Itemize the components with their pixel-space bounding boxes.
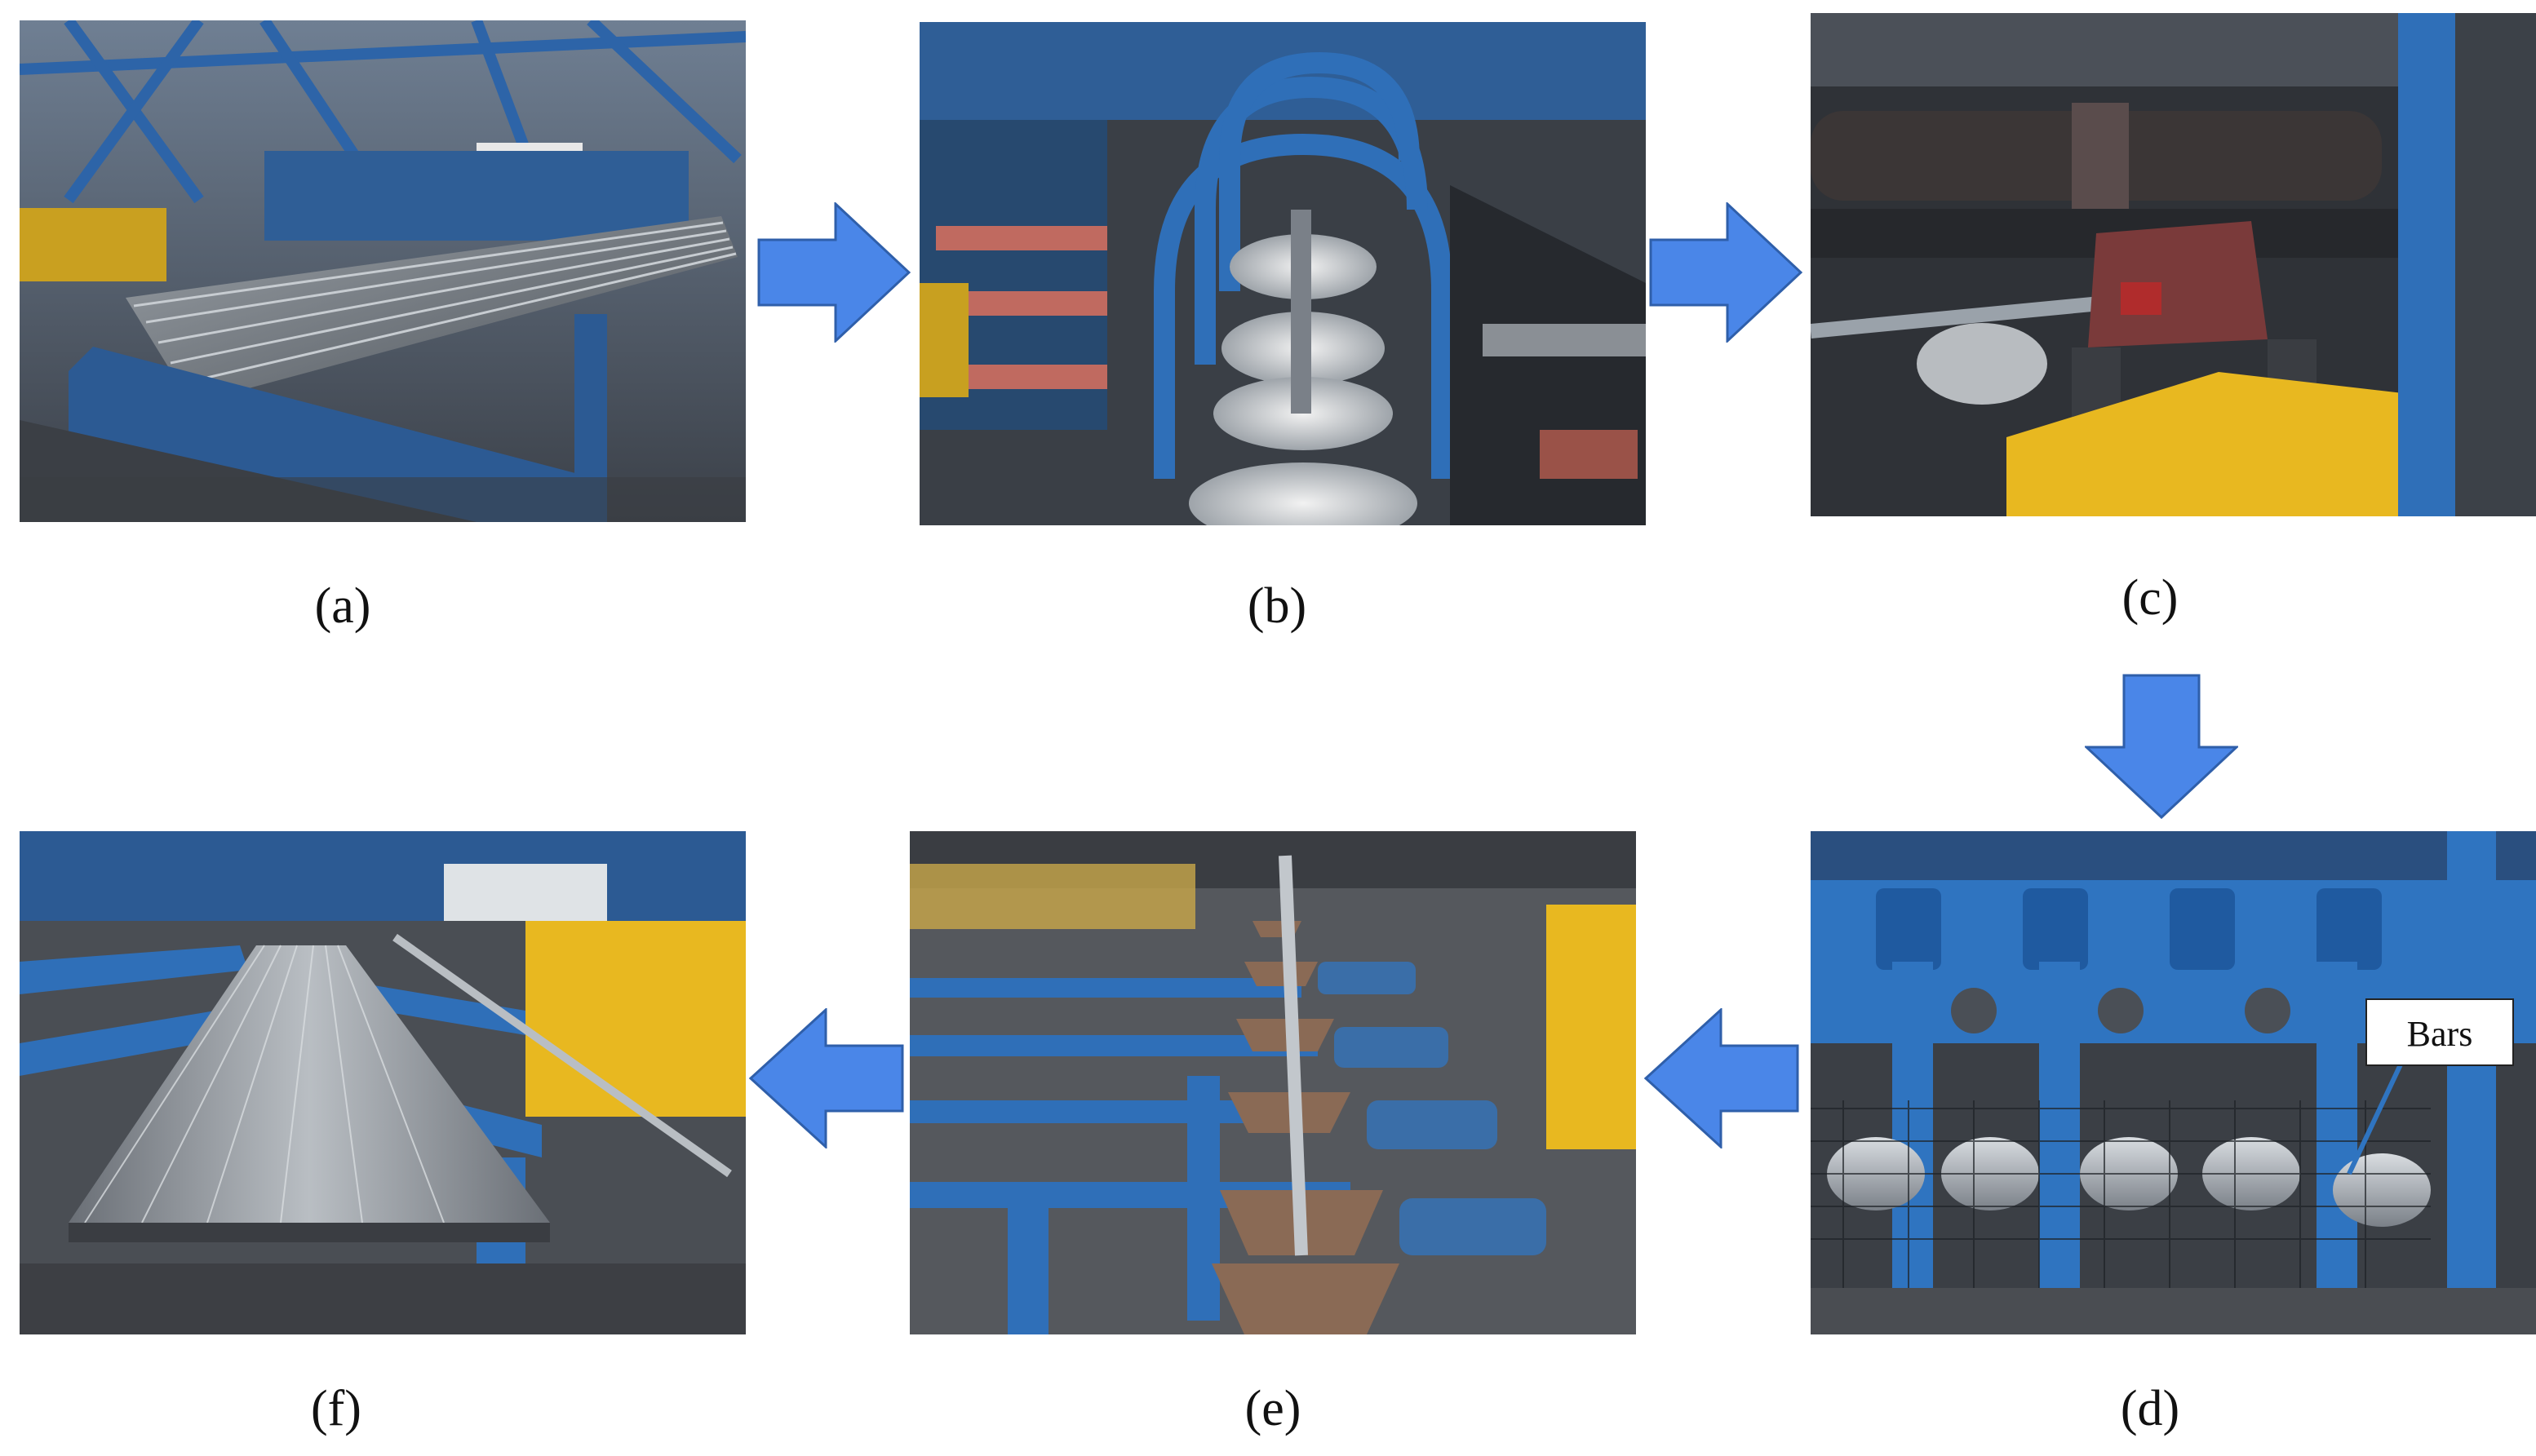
photo-panel-a: [20, 20, 746, 522]
bars-callout-label: Bars: [2365, 998, 2514, 1066]
caption-b: (b): [1247, 578, 1307, 634]
arrow-left-icon: [749, 1008, 904, 1148]
caption-f: (f): [311, 1381, 361, 1436]
caption-e: (e): [1244, 1381, 1301, 1436]
factory-photo-a: [20, 20, 746, 522]
flow-arrow-d-to-e: [1644, 1008, 1799, 1148]
flow-arrow-a-to-b: [757, 202, 911, 343]
straightener-entry-photo-c: [1811, 13, 2536, 516]
roller-conveyor-photo-e: [910, 831, 1636, 1334]
flow-arrow-b-to-c: [1649, 202, 1802, 343]
caption-c: (c): [2121, 570, 2179, 626]
arrow-down-icon: [2085, 674, 2238, 819]
flow-arrow-c-to-d: [2085, 674, 2238, 819]
arrow-left-icon: [1644, 1008, 1799, 1148]
arrow-right-icon: [1649, 202, 1802, 343]
cooling-bed-photo-f: [20, 831, 746, 1334]
photo-panel-f: [20, 831, 746, 1334]
photo-panel-c: [1811, 13, 2536, 516]
photo-panel-e: [910, 831, 1636, 1334]
flow-arrow-e-to-f: [749, 1008, 904, 1148]
roller-guide-photo-b: [920, 22, 1646, 525]
arrow-right-icon: [757, 202, 911, 343]
straightening-machine-photo-d: [1811, 831, 2536, 1334]
caption-d: (d): [2120, 1381, 2180, 1436]
caption-a: (a): [314, 578, 371, 634]
photo-panel-d: [1811, 831, 2536, 1334]
photo-panel-b: [920, 22, 1646, 525]
